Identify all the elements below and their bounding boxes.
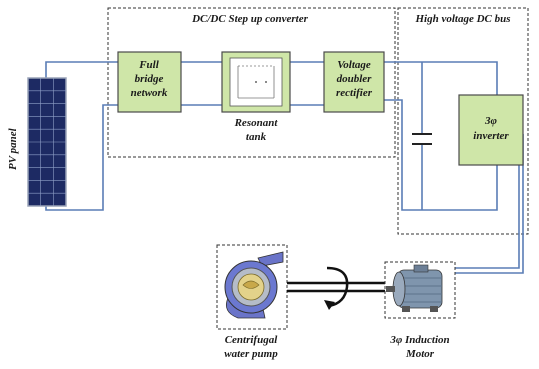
dc-bus-frame [397,7,529,235]
full-bridge-label-line-1: Full [138,59,160,71]
inverter-label-line-1: 3φ [484,115,498,127]
motor-label-line-1: 3φ Induction [389,334,449,346]
pv-panel-label: PV panel [7,127,19,170]
dc-link-capacitor [412,133,432,145]
dcdc-converter-frame [107,7,396,158]
pump-frame [216,244,288,330]
full-bridge-label-line-2: bridge [135,73,164,85]
dcdc-converter-title: DC/DC Step up converter [191,13,309,25]
pv-panel [27,77,67,207]
wire-motor-phase-2 [455,134,524,274]
pump-label-line-1: Centrifugal [225,334,279,346]
wire-bus-positive [384,61,498,95]
doubler-label-line-1: Voltage [337,59,371,71]
motor-frame [384,261,456,319]
resonant-tank-label-line-2: tank [246,131,267,143]
doubler-label-line-2: doubler [337,73,373,85]
inverter-label-line-2: inverter [473,130,509,142]
three-phase-inverter-block: 3φ inverter [458,94,524,166]
motor-label-line-2: Motor [405,348,435,360]
voltage-doubler-rectifier-block: Voltage doubler rectifier [323,51,385,113]
doubler-label-line-3: rectifier [336,87,373,99]
resonant-tank-label-line-1: Resonant [234,117,279,129]
wiring [45,61,524,274]
wire-bus-negative [384,99,498,211]
dc-bus-title: High voltage DC bus [414,13,510,25]
resonant-tank-block [221,51,291,113]
wire-motor-phase-1 [455,130,520,269]
rotation-arrow-icon [324,266,349,310]
induction-motor-icon [386,264,443,312]
full-bridge-label-line-3: network [131,87,168,99]
coupling-shaft [287,281,385,293]
pump-label-line-2: water pump [224,348,278,360]
centrifugal-pump-icon [224,251,284,319]
full-bridge-network-block: Full bridge network [117,51,182,113]
